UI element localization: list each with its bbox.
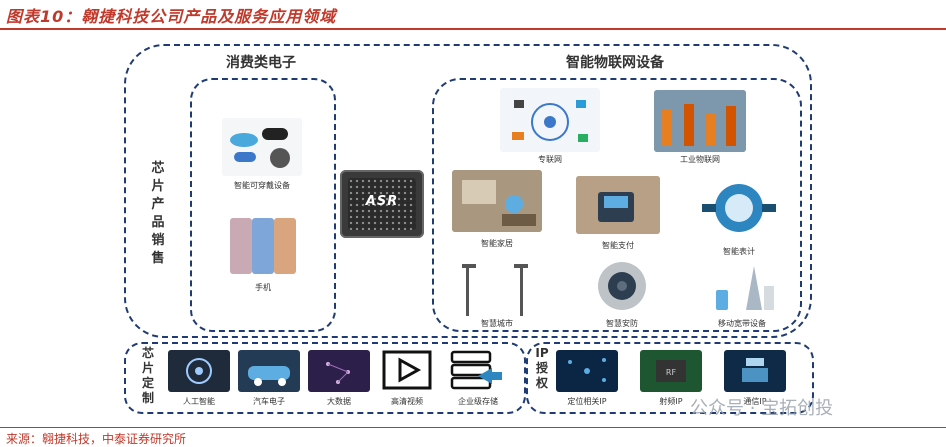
industrial-iot-caption: 工业物联网	[680, 155, 720, 164]
smart-security-image	[584, 256, 660, 316]
auto-electronics-caption: 汽车电子	[253, 397, 285, 406]
positioning-ip-image	[556, 350, 618, 392]
source-note: 来源：翱捷科技，中泰证券研究所	[6, 432, 187, 446]
svg-text:RF: RF	[666, 368, 677, 377]
smart-payment-caption: 智能支付	[602, 241, 634, 250]
enterprise-storage-caption: 企业级存储	[458, 397, 498, 406]
asr-chip-image: ASR	[340, 170, 424, 238]
consumer-heading: 消费类电子	[226, 55, 296, 71]
watermark-text: 公众号 · 宝拓创投	[690, 398, 834, 419]
auto-electronics-image	[238, 350, 300, 392]
hd-video-caption: 高清视频	[391, 397, 423, 406]
smart-home-caption: 智能家居	[481, 239, 513, 248]
smart-city-caption: 智慧城市	[481, 319, 513, 328]
chip-sales-outer-box	[124, 44, 812, 338]
source-rule	[0, 427, 946, 428]
title-rule	[0, 28, 946, 30]
hd-video-image	[380, 348, 434, 392]
rf-ip-image: RF	[640, 350, 702, 392]
industrial-iot-image	[654, 90, 746, 152]
iot-heading: 智能物联网设备	[566, 55, 664, 71]
ip-license-box	[526, 342, 814, 414]
ai-caption: 人工智能	[183, 397, 215, 406]
iot-devices-box	[432, 78, 802, 332]
wearables-image	[222, 118, 302, 176]
mobile-broadband-caption: 移动宽带设备	[718, 319, 766, 328]
phones-image	[228, 216, 298, 276]
big-data-caption: 大数据	[327, 397, 351, 406]
chip-custom-label: 芯片定制	[141, 346, 154, 405]
ip-license-label: IP授权	[535, 346, 549, 390]
chip-sales-label: 芯片产品销售	[151, 161, 165, 266]
smart-meter-image	[694, 176, 784, 240]
wearables-caption: 智能可穿戴设备	[234, 181, 290, 190]
smart-home-image	[452, 170, 542, 232]
smart-security-caption: 智慧安防	[606, 319, 638, 328]
smart-payment-image	[576, 176, 660, 234]
comm-ip-caption: 通信IP	[743, 397, 767, 406]
big-data-image	[308, 350, 370, 392]
positioning-ip-caption: 定位相关IP	[567, 397, 607, 406]
smart-meter-caption: 智能表计	[723, 247, 755, 256]
figure-title: 图表10：翱捷科技公司产品及服务应用领域	[6, 7, 337, 26]
iot-network-caption: 专联网	[538, 155, 562, 164]
smart-city-image	[452, 258, 542, 316]
chip-label: ASR	[365, 194, 399, 209]
ai-image	[168, 350, 230, 392]
comm-ip-image	[724, 350, 786, 392]
enterprise-storage-image	[448, 348, 504, 392]
chip-custom-box	[124, 342, 526, 414]
rf-ip-caption: 射频IP	[659, 397, 683, 406]
phones-caption: 手机	[255, 283, 271, 292]
mobile-broadband-image	[702, 260, 782, 316]
iot-network-image	[500, 88, 600, 152]
consumer-electronics-box	[190, 78, 336, 332]
